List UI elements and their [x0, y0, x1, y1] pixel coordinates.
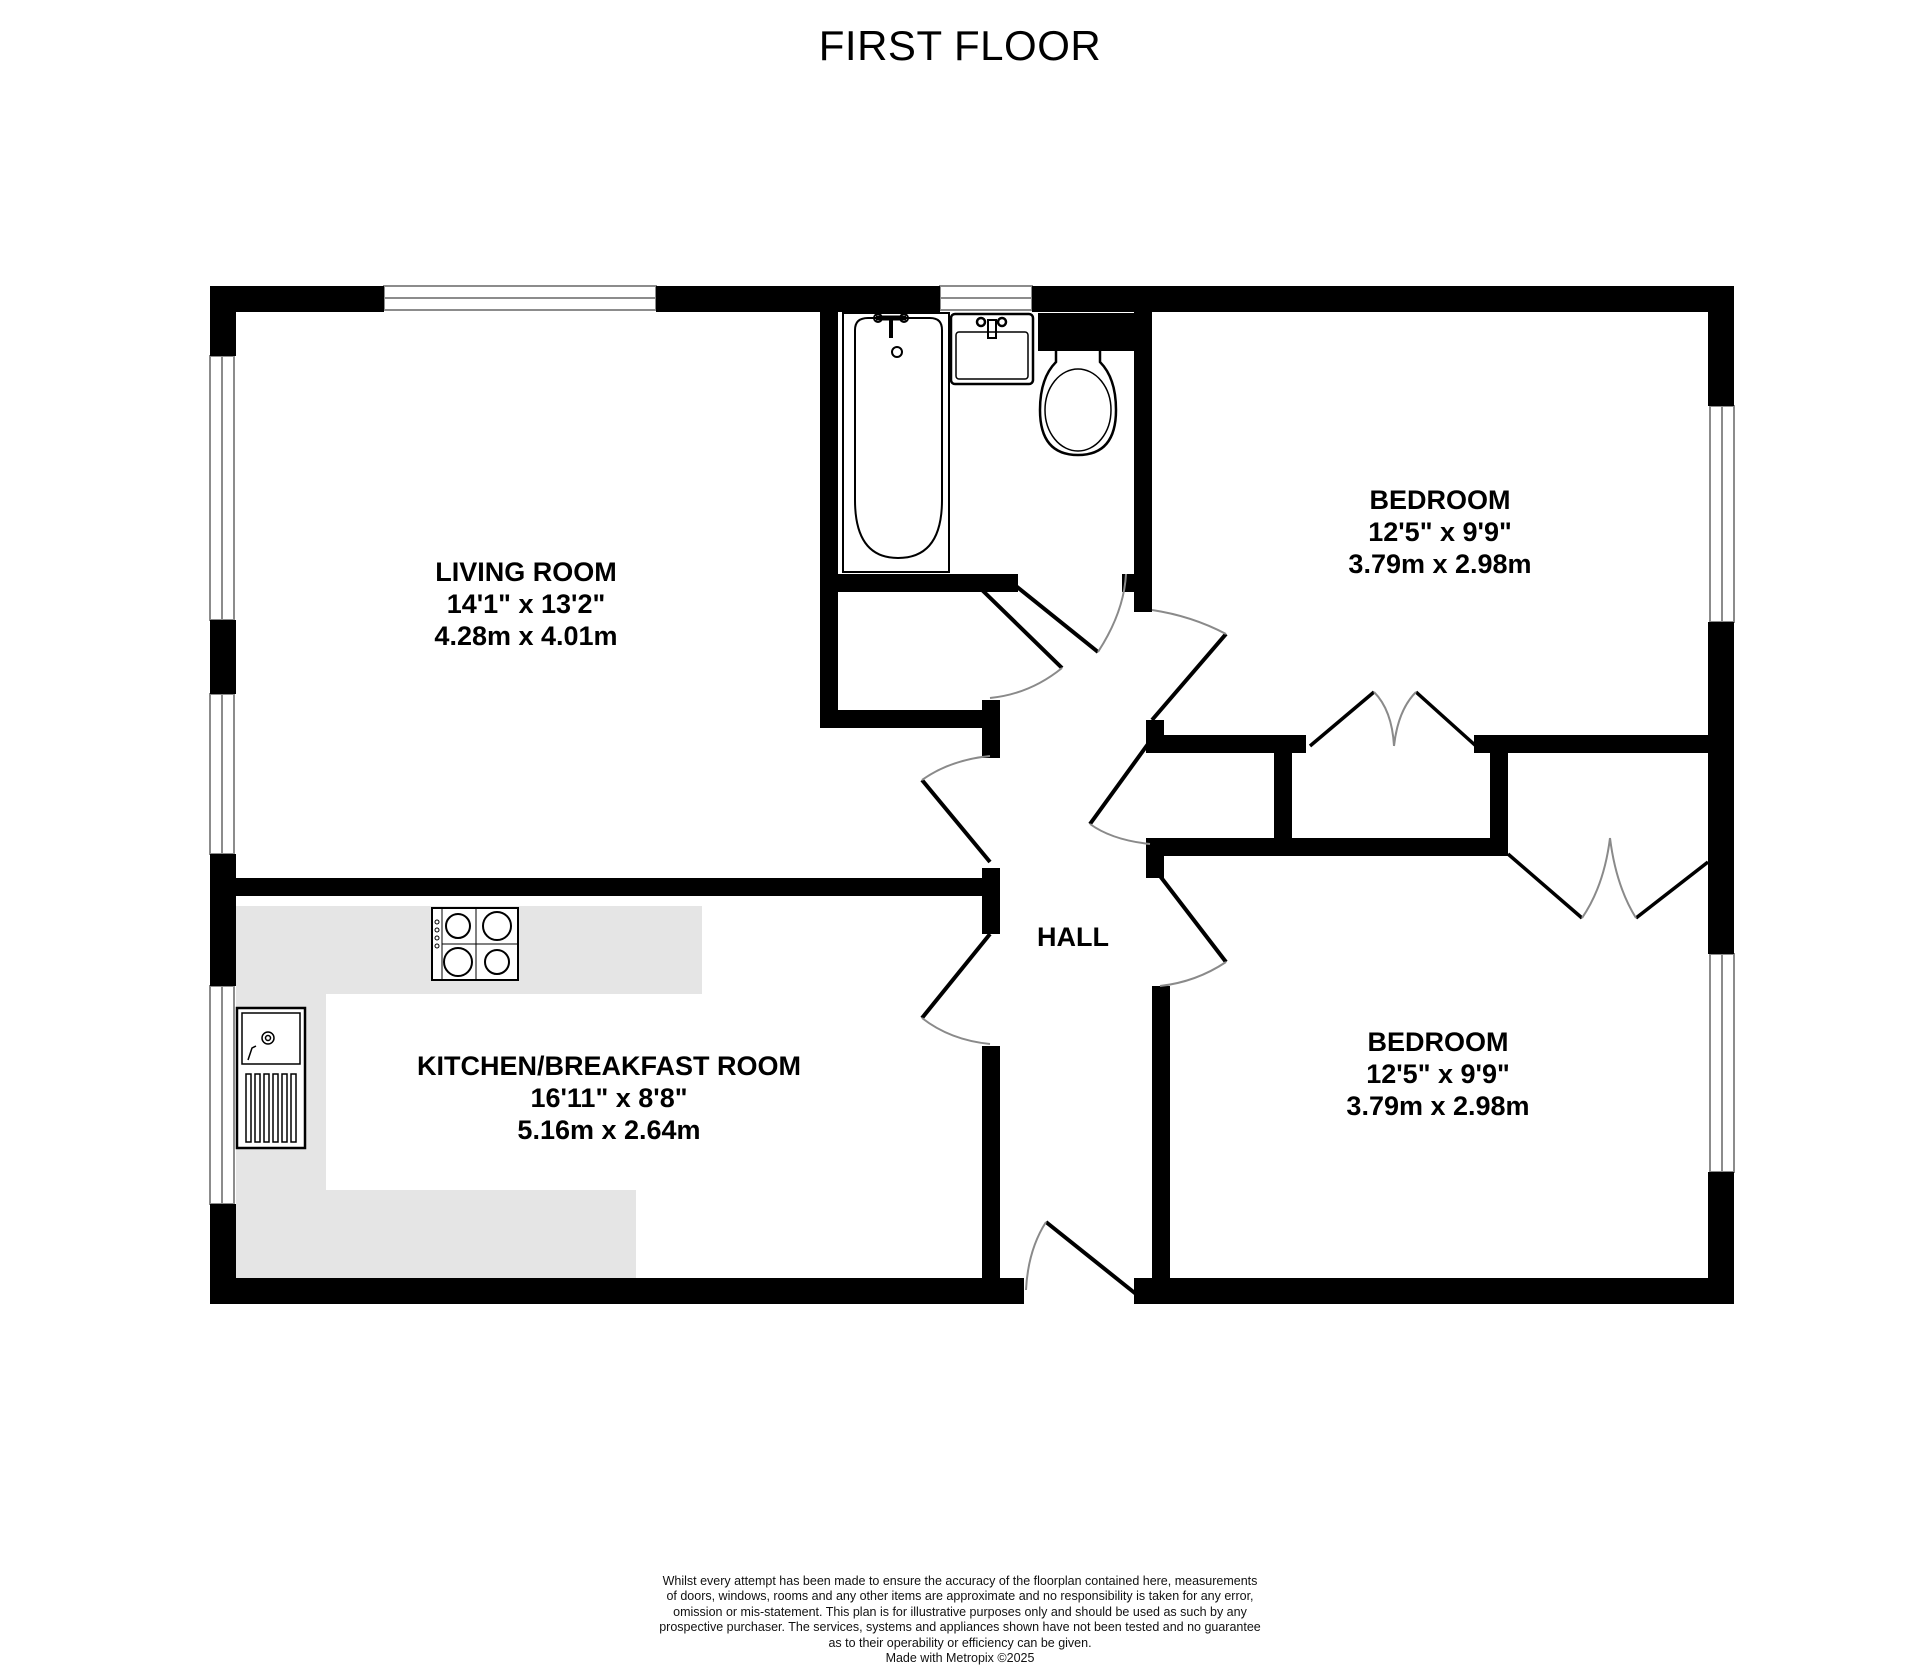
wardrobe-doors-bedroom-2	[1506, 852, 1710, 920]
room-name: LIVING ROOM	[435, 557, 617, 587]
door-bedroom-1	[1150, 632, 1228, 722]
room-imperial: 12'5" x 9'9"	[1366, 1059, 1510, 1089]
room-label-hall: HALL	[1037, 922, 1109, 952]
room-name: KITCHEN/BREAKFAST ROOM	[417, 1051, 801, 1081]
walls	[210, 286, 1734, 1304]
doors	[920, 573, 1710, 1296]
room-name: BEDROOM	[1369, 485, 1511, 515]
room-label-living-room: LIVING ROOM 14'1" x 13'2" 4.28m x 4.01m	[434, 556, 617, 652]
room-metric: 3.79m x 2.98m	[1348, 549, 1532, 579]
room-label-bedroom-1: BEDROOM 12'5" x 9'9" 3.79m x 2.98m	[1348, 484, 1531, 580]
room-metric: 5.16m x 2.64m	[517, 1115, 701, 1145]
room-imperial: 16'11" x 8'8"	[530, 1083, 688, 1113]
disclaimer-line: Whilst every attempt has been made to en…	[662, 1574, 1258, 1588]
door-entry	[1044, 1220, 1138, 1296]
bath-icon	[842, 312, 950, 573]
door-kitchen	[920, 932, 992, 1020]
windows	[209, 285, 1735, 1205]
disclaimer: Whilst every attempt has been made to en…	[560, 1574, 1360, 1666]
door-bedroom-2	[1158, 874, 1228, 964]
sink-icon	[235, 1006, 307, 1150]
wardrobe-doors-bedroom-1	[1308, 690, 1478, 748]
hob-icon	[431, 907, 519, 981]
disclaimer-line: omission or mis-statement. This plan is …	[673, 1604, 1247, 1619]
disclaimer-line: of doors, windows, rooms and any other i…	[666, 1589, 1254, 1604]
room-metric: 3.79m x 2.98m	[1346, 1091, 1530, 1121]
door-hall-cupboard	[1088, 742, 1150, 826]
room-label-kitchen: KITCHEN/BREAKFAST ROOM 16'11" x 8'8" 5.1…	[417, 1050, 801, 1146]
door-living	[920, 778, 992, 864]
floor-title: FIRST FLOOR	[818, 22, 1102, 69]
room-metric: 4.28m x 4.01m	[434, 621, 618, 651]
window-bathroom-top	[939, 285, 1033, 311]
wash-basin-icon	[949, 312, 1035, 386]
window-living-left-2	[209, 693, 235, 855]
disclaimer-line: prospective purchaser. The services, sys…	[659, 1620, 1261, 1635]
window-bedroom-2-right	[1709, 953, 1735, 1173]
window-kitchen-left	[209, 985, 235, 1205]
room-imperial: 14'1" x 13'2"	[446, 589, 606, 619]
door-bathroom	[1004, 576, 1100, 654]
window-living-left-1	[209, 355, 235, 621]
room-label-bedroom-2: BEDROOM 12'5" x 9'9" 3.79m x 2.98m	[1346, 1026, 1529, 1122]
room-imperial: 12'5" x 9'9"	[1368, 517, 1512, 547]
toilet-icon	[1038, 313, 1138, 457]
door-store	[978, 586, 1064, 670]
window-bedroom-1-right	[1709, 405, 1735, 623]
disclaimer-line: as to their operability or efficiency ca…	[828, 1635, 1092, 1650]
credit: Made with Metropix ©2025	[885, 1651, 1035, 1666]
room-name: BEDROOM	[1367, 1027, 1509, 1057]
window-living-top	[383, 285, 657, 311]
